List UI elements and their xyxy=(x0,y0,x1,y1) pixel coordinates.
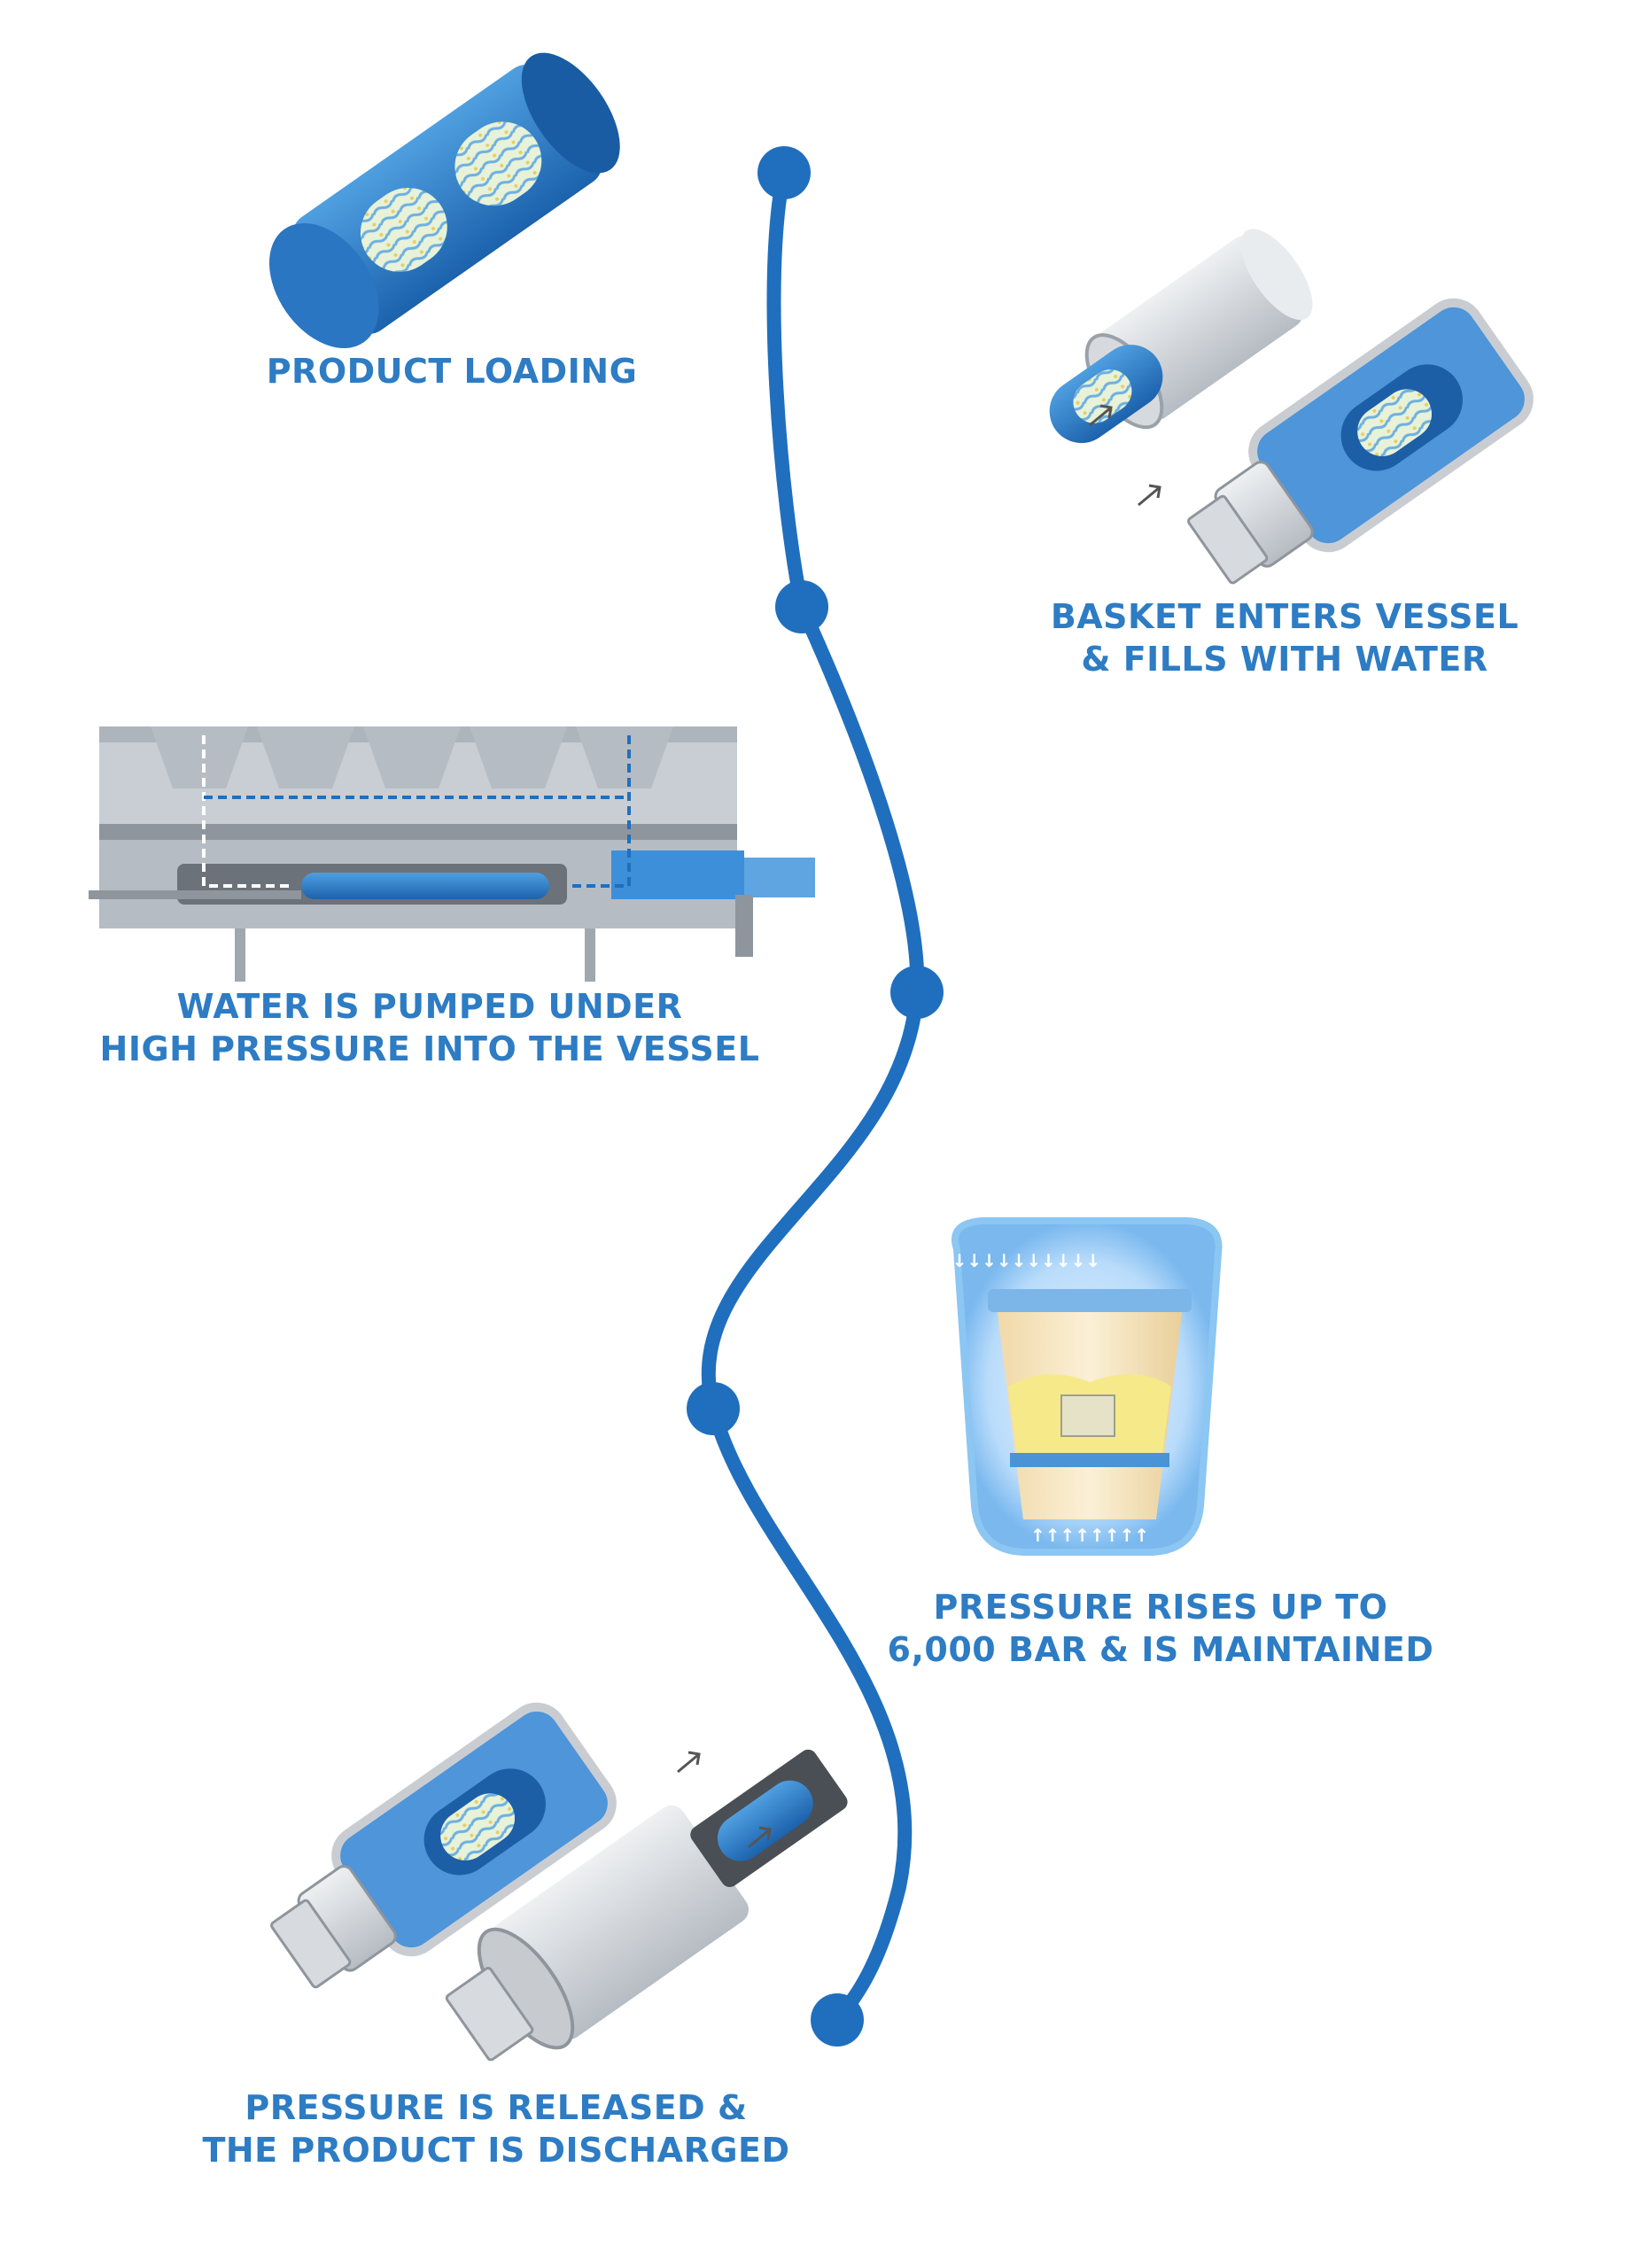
timeline-node-1 xyxy=(757,146,811,199)
step-1-caption: PRODUCT LOADING xyxy=(204,350,700,392)
step-3-caption-line-2: HIGH PRESSURE INTO THE VESSEL xyxy=(99,1029,760,1068)
process-timeline-path xyxy=(701,166,925,2027)
pump-machine-icon xyxy=(89,726,815,982)
timeline-node-5 xyxy=(811,1993,864,2047)
svg-text:↑↑↑↑↑↑↑↑: ↑↑↑↑↑↑↑↑ xyxy=(1030,1525,1149,1546)
step-4-caption: PRESSURE RISES UP TO 6,000 BAR & IS MAIN… xyxy=(851,1586,1471,1671)
step-4-caption-line-1: PRESSURE RISES UP TO xyxy=(933,1588,1388,1627)
basket-vessel-icon xyxy=(1049,229,1534,585)
pressurized-cup-icon: ↓↓↓↓↓↓↓↓↓↓↓ ↑↑↑↑↑↑↑↑ xyxy=(937,1217,1223,1556)
step-5-caption-line-2: THE PRODUCT IS DISCHARGED xyxy=(202,2131,790,2170)
step-5-caption-line-1: PRESSURE IS RELEASED & xyxy=(245,2088,748,2127)
svg-text:↓↓↓↓↓↓↓↓↓↓↓: ↓↓↓↓↓↓↓↓↓↓↓ xyxy=(937,1250,1100,1271)
step-2-caption-line-1: BASKET ENTERS VESSEL xyxy=(1050,597,1519,636)
timeline-node-2 xyxy=(775,580,828,633)
timeline-node-3 xyxy=(890,966,944,1019)
step-2-caption-line-2: & FILLS WITH WATER xyxy=(1081,640,1488,679)
step-3-caption-line-1: WATER IS PUMPED UNDER xyxy=(176,987,683,1026)
step-3-caption: WATER IS PUMPED UNDER HIGH PRESSURE INTO… xyxy=(53,985,806,1070)
step-1-caption-line-1: PRODUCT LOADING xyxy=(266,352,638,391)
step-2-caption: BASKET ENTERS VESSEL & FILLS WITH WATER xyxy=(992,595,1577,680)
step-5-caption: PRESSURE IS RELEASED & THE PRODUCT IS DI… xyxy=(159,2086,833,2171)
discharge-vessel-icon xyxy=(270,1702,848,2062)
loading-basket-icon xyxy=(268,52,620,349)
timeline-node-4 xyxy=(687,1382,740,1435)
step-4-caption-line-2: 6,000 BAR & IS MAINTAINED xyxy=(887,1630,1434,1669)
